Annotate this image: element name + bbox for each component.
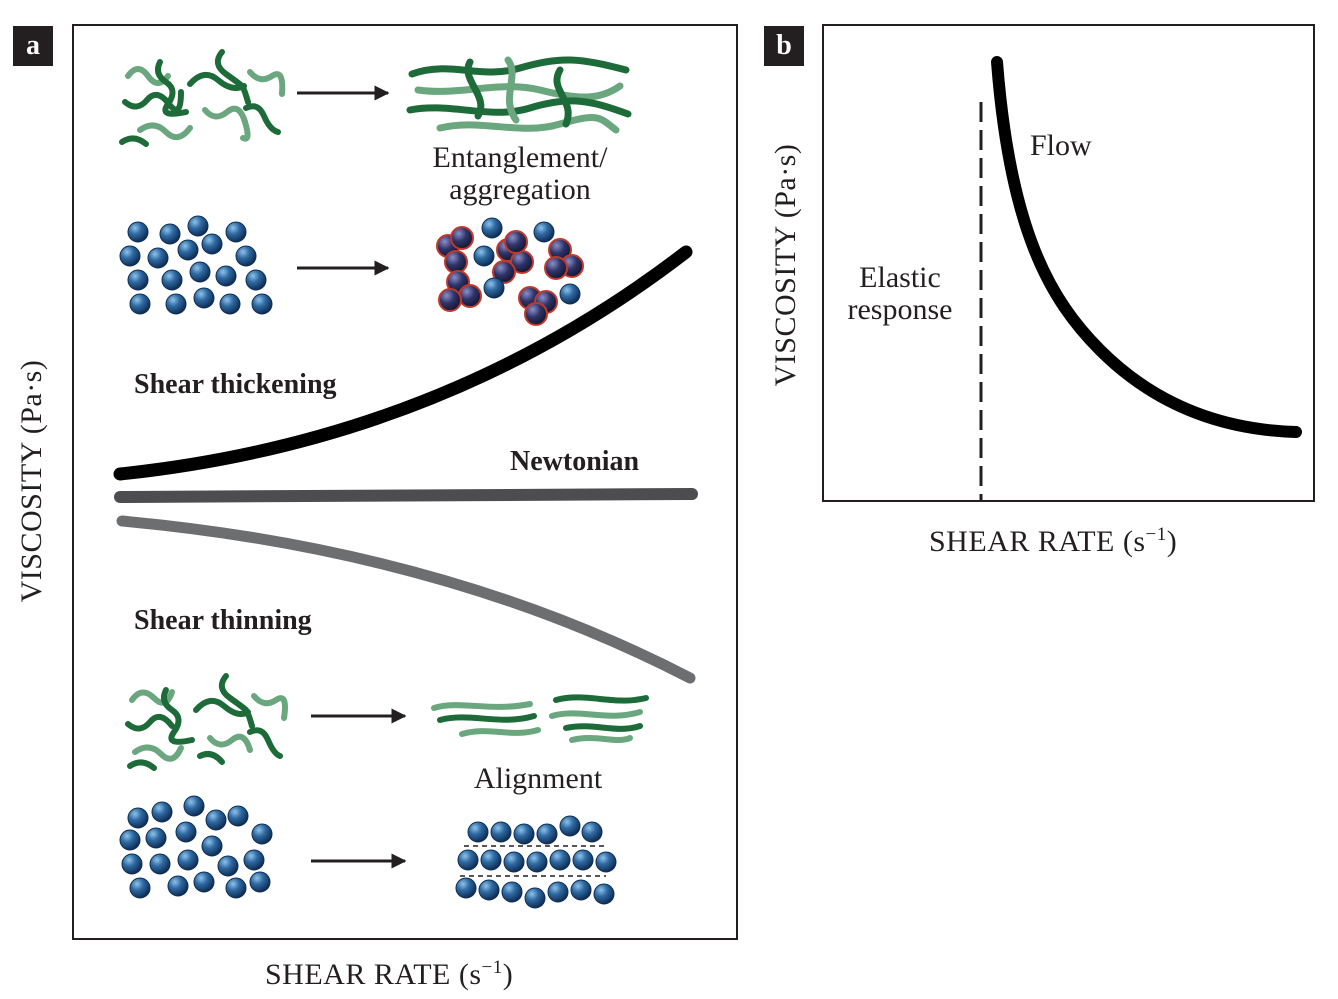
- panel-a-y-axis-label: VISCOSITY (Pa·s): [15, 359, 48, 603]
- x-axis-label-exponent-b: −1: [1145, 524, 1167, 545]
- flow-curve: [991, 56, 1302, 438]
- panel-b-frame: [822, 24, 1315, 502]
- newtonian-label: Newtonian: [510, 446, 640, 477]
- particles-free-aggregation: [473, 217, 581, 305]
- x-axis-label-close-b: ): [1166, 525, 1178, 558]
- panel-a-tag: a: [13, 26, 53, 66]
- shear-thickening-curve: [113, 245, 693, 481]
- particles-aligned: [455, 815, 617, 909]
- panel-b-y-axis-label: VISCOSITY (Pa·s): [769, 143, 802, 387]
- x-axis-label-text-b: SHEAR RATE (s: [929, 525, 1146, 558]
- shear-thinning-label: Shear thinning: [134, 605, 312, 636]
- x-axis-label-text: SHEAR RATE (s: [265, 958, 482, 991]
- polymer-coils-random-bottom: [125, 673, 288, 771]
- shear-thinning-curve: [116, 515, 696, 684]
- x-axis-label-close: ): [502, 958, 514, 991]
- entanglement-caption-line1: Entanglement/: [432, 141, 608, 174]
- elastic-response-line1: Elastic: [859, 261, 941, 294]
- polymer-coils-random-top: [119, 49, 286, 147]
- panel-b-x-axis-label: SHEAR RATE (s−1): [929, 524, 1177, 559]
- newtonian-line: [114, 488, 698, 503]
- shear-thickening-label: Shear thickening: [134, 369, 337, 400]
- elastic-response-line2: response: [847, 293, 953, 326]
- particle-clusters: [436, 226, 584, 326]
- panel-a-frame: [72, 24, 738, 940]
- x-axis-label-exponent: −1: [481, 957, 503, 978]
- particles-random-bottom: [119, 795, 273, 899]
- entanglement-caption: Entanglement/ aggregation: [405, 142, 635, 206]
- polymer-entangled: [406, 56, 632, 134]
- panel-a-x-axis-label: SHEAR RATE (s−1): [265, 957, 513, 992]
- entanglement-caption-line2: aggregation: [449, 173, 591, 206]
- panel-b-tag: b: [764, 26, 804, 66]
- polymer-aligned: [431, 694, 649, 743]
- particles-random-top: [119, 215, 273, 315]
- flow-label: Flow: [1030, 129, 1092, 162]
- alignment-caption: Alignment: [473, 762, 603, 795]
- elastic-response-label: Elastic response: [835, 262, 965, 326]
